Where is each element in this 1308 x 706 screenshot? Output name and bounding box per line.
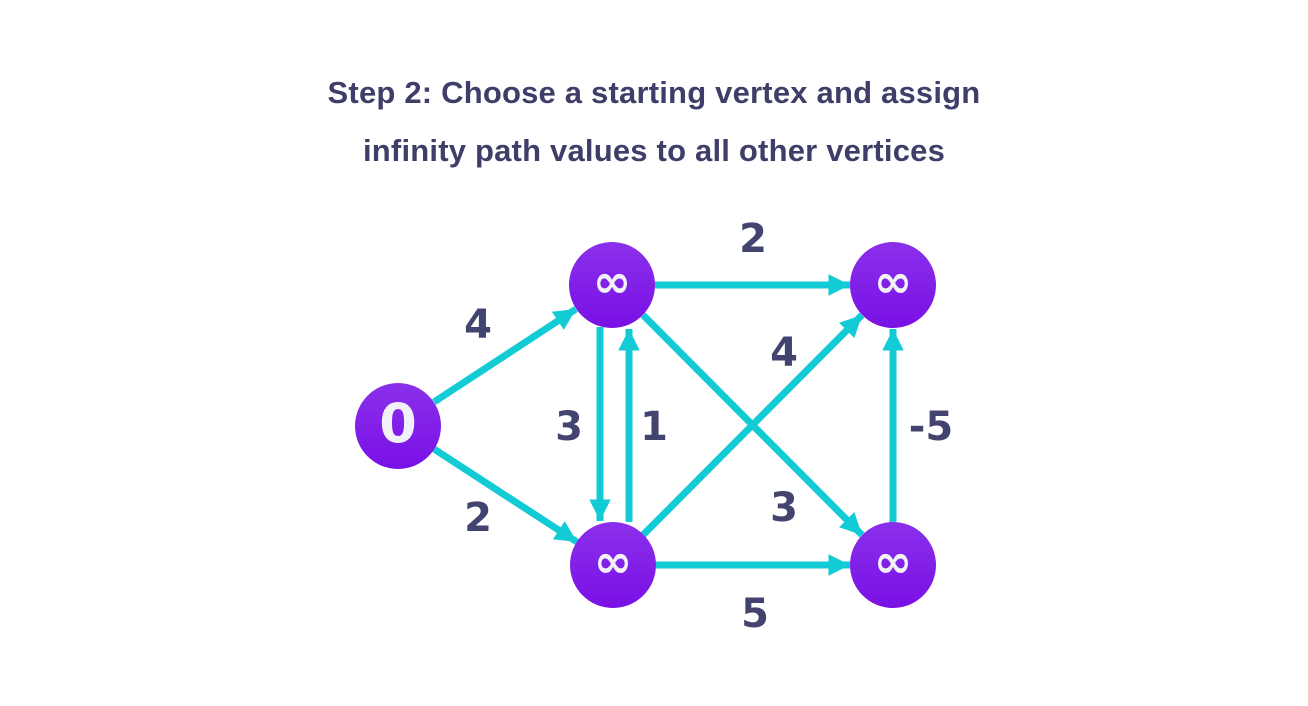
- title-line-2: infinity path values to all other vertic…: [362, 133, 946, 168]
- vertex-top-right: ∞: [850, 242, 936, 328]
- vertex-bottom-middle: ∞: [570, 522, 656, 608]
- edge-weight-bottom-middle-bottom-right: 5: [741, 591, 769, 637]
- edge-weight-top-middle-bottom-right: 3: [770, 485, 798, 531]
- vertex-start: 0: [355, 383, 441, 469]
- vertex-top-middle: ∞: [569, 242, 655, 328]
- edge-weight-bottom-right-top-right: -5: [908, 404, 954, 450]
- edge-weight-start-bottom-middle: 2: [464, 495, 492, 541]
- vertex-label: ∞: [873, 534, 913, 588]
- title-line-1: Step 2: Choose a starting vertex and ass…: [327, 75, 981, 110]
- vertex-label: ∞: [592, 254, 632, 308]
- edge-weight-top-middle-top-right: 2: [739, 216, 767, 262]
- edge-weight-bottom-middle-top-right: 4: [770, 330, 798, 376]
- edge-start-bottom-middle: [432, 446, 579, 545]
- edge-weight-start-top-middle: 4: [464, 302, 492, 348]
- vertex-label: 0: [379, 392, 417, 455]
- vertex-label: ∞: [593, 534, 633, 588]
- edge-weight-top-middle-bottom-middle: 3: [555, 404, 583, 450]
- diagram-title: Step 2: Choose a starting vertex and ass…: [0, 64, 1308, 180]
- edge-start-top-middle: [432, 306, 578, 405]
- edge-weight-bottom-middle-top-middle: 1: [640, 404, 668, 450]
- edge-top-middle-bottom-right: [640, 312, 865, 538]
- vertex-bottom-right: ∞: [850, 522, 936, 608]
- vertex-label: ∞: [873, 254, 913, 308]
